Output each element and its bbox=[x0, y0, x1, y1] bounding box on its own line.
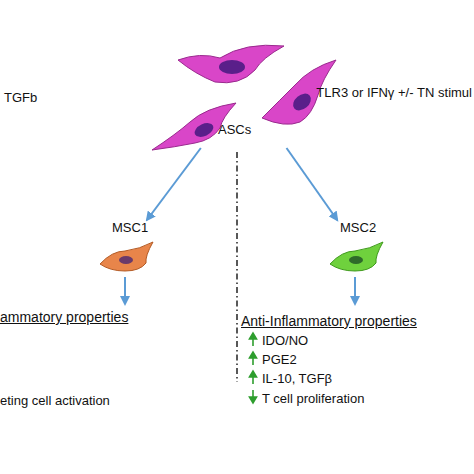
down-arrow bbox=[354, 277, 356, 304]
cell-type: MSC1 bbox=[100, 220, 155, 272]
asc-cells bbox=[152, 45, 336, 150]
trend-arrows bbox=[250, 333, 257, 403]
effect-text: T cell proliferation bbox=[262, 391, 364, 406]
differentiation-arrow bbox=[287, 148, 338, 220]
effect-text: IL-10, TGFβ bbox=[262, 371, 332, 386]
divider-line bbox=[236, 152, 238, 382]
property-heading: Anti-Inflammatory properties bbox=[241, 313, 417, 329]
stimulus-label: TLR3 or IFNγ +/- TN stimul bbox=[316, 84, 472, 102]
down-arrow bbox=[124, 277, 126, 304]
effect-text: PGE2 bbox=[262, 352, 297, 367]
cell-group: ASCs bbox=[150, 30, 340, 148]
cell-label: MSC1 bbox=[112, 220, 148, 235]
property-heading: ammatory properties bbox=[0, 309, 128, 325]
cell-label: MSC2 bbox=[340, 220, 376, 235]
msc1-cell bbox=[100, 242, 153, 271]
effect-text: eting cell activation bbox=[0, 393, 110, 408]
differentiation-arrow bbox=[147, 148, 201, 220]
cell-label: ASCs bbox=[218, 122, 251, 137]
msc2-cell bbox=[330, 242, 383, 271]
effect-text: IDO/NO bbox=[262, 333, 308, 348]
stimulus-label: TGFb bbox=[4, 89, 74, 107]
cell-type: MSC2 bbox=[328, 220, 383, 272]
